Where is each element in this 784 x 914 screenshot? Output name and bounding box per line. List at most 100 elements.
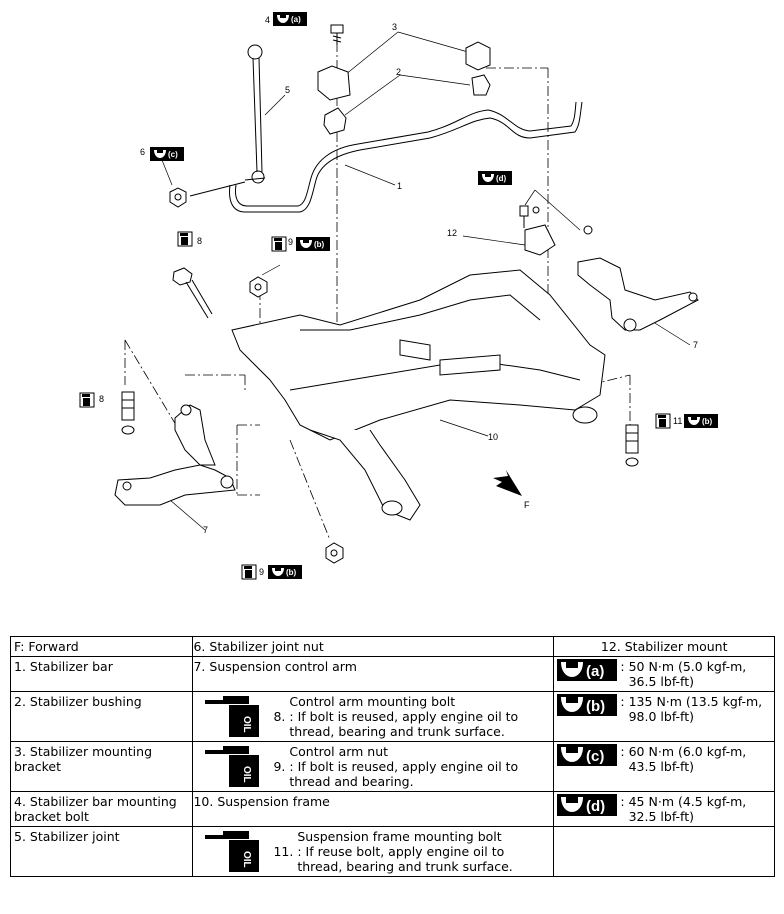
control-arm-nut [249, 276, 344, 564]
legend-cell: (c) : 60 N·m (6.0 kgf-m, 43.5 lbf-ft) [553, 741, 775, 792]
legend-cell: (d) : 45 N·m (4.5 kgf-m, 32.5 lbf-ft) [553, 791, 775, 827]
oil-icon [241, 564, 257, 580]
legend-cell: (a) : 50 N·m (5.0 kgf-m, 36.5 lbf-ft) [553, 656, 775, 692]
callout-F: F [524, 500, 530, 510]
legend-cell: 2. Stabilizer bushing [9, 691, 194, 742]
frame-mounting-bolt [625, 424, 639, 467]
stabilizer-bushings [323, 74, 491, 135]
item-note: : If reuse bolt, apply engine oil to thr… [297, 844, 513, 874]
item-text: Suspension frame [217, 794, 330, 809]
legend-cell: 12. Stabilizer mount [553, 636, 775, 657]
callout-12: 12 [447, 228, 457, 238]
torque-value: 135 N·m (13.5 kgf-m, 98.0 lbf-ft) [628, 694, 763, 724]
callout-5: 5 [285, 85, 290, 95]
torque-symbol-b: (b) [684, 414, 718, 428]
leader-lines [159, 31, 691, 531]
item-number: 6. [193, 639, 206, 654]
svg-text:(c): (c) [586, 748, 604, 765]
svg-text:(b): (b) [586, 698, 605, 715]
callout-6: 6 [140, 147, 145, 157]
torque-symbol-b: (b) [296, 237, 330, 251]
callout-10: 10 [488, 432, 498, 442]
control-arm-bolt-left [121, 391, 135, 435]
svg-text:OIL: OIL [241, 851, 252, 868]
legend-row: F: Forward 6. Stabilizer joint nut 12. S… [9, 636, 775, 657]
legend-row: 1. Stabilizer bar 7. Suspension control … [9, 656, 775, 692]
exploded-diagram: 4 3 2 5 1 6 12 8 9 7 8 10 11 F 7 9 (a) (… [79, 12, 718, 580]
legend-row: 3. Stabilizer mounting bracket OIL 9. Co… [9, 741, 775, 792]
legend-cell: (b) : 135 N·m (13.5 kgf-m, 98.0 lbf-ft) [553, 691, 775, 742]
callout-8b: 8 [99, 394, 104, 404]
legend-cell: OIL 11. Suspension frame mounting bolt :… [192, 826, 555, 877]
stabilizer-joint [189, 44, 266, 197]
torque-symbol-d: (d) [478, 171, 512, 185]
callout-1: 1 [397, 181, 402, 191]
legend-cell: 6. Stabilizer joint nut [192, 636, 555, 657]
item-title: Control arm nut [289, 744, 389, 759]
svg-text:(d): (d) [586, 798, 605, 815]
oil-icon [79, 392, 95, 408]
callout-3: 3 [392, 22, 397, 32]
legend-cell: 7. Suspension control arm [192, 656, 555, 692]
legend-cell: OIL 8. Control arm mounting bolt : If bo… [192, 691, 555, 742]
item-number: 7. [193, 659, 206, 674]
callout-7a: 7 [693, 340, 698, 350]
legend-cell-empty [553, 826, 775, 877]
callout-7b: 7 [203, 525, 208, 535]
torque-value: 60 N·m (6.0 kgf-m, 43.5 lbf-ft) [628, 744, 747, 774]
svg-text:(c): (c) [168, 150, 178, 159]
torque-icon-a: (a) [557, 659, 618, 681]
legend-cell: F: Forward [9, 636, 194, 657]
item-number: 9. [273, 759, 286, 774]
item-note: : If bolt is reused, apply engine oil to… [289, 759, 519, 789]
oil-icon: OIL [193, 744, 273, 788]
svg-text:(d): (d) [496, 174, 507, 183]
callout-8a: 8 [197, 236, 202, 246]
item-number: 8. [273, 709, 286, 724]
torque-icon-c: (c) [557, 744, 618, 766]
legend-cell: 1. Stabilizer bar [9, 656, 194, 692]
control-arm-left [114, 404, 236, 506]
stabilizer-mount [519, 205, 593, 256]
callout-4: 4 [265, 15, 270, 25]
callout-9b: 9 [259, 567, 264, 577]
torque-symbol-c: (c) [150, 147, 184, 161]
control-arm-right [577, 257, 699, 332]
stabilizer-bar [229, 101, 583, 213]
legend-cell: OIL 9. Control arm nut : If bolt is reus… [192, 741, 555, 792]
svg-text:OIL: OIL [241, 766, 252, 783]
forward-arrow-icon [493, 470, 522, 496]
oil-icon [271, 236, 287, 252]
suspension-frame [231, 269, 606, 521]
svg-text:(b): (b) [702, 417, 713, 426]
svg-text:(a): (a) [291, 15, 301, 24]
item-number: 11. [273, 844, 294, 859]
callout-11: 11 [673, 416, 682, 426]
oil-icon: OIL [193, 829, 273, 873]
callout-9a: 9 [288, 237, 293, 247]
mounting-brackets [317, 41, 491, 101]
item-title: Control arm mounting bolt [289, 694, 456, 709]
torque-icon-b: (b) [557, 694, 618, 716]
torque-symbol-b: (b) [268, 565, 302, 579]
legend-cell: 4. Stabilizer bar mounting bracket bolt [9, 791, 194, 827]
item-text: Suspension control arm [209, 659, 357, 674]
stabilizer-nut [169, 187, 187, 208]
callout-2: 2 [396, 67, 401, 77]
legend-cell: 5. Stabilizer joint [9, 826, 194, 877]
item-title: Suspension frame mounting bolt [297, 829, 502, 844]
legend-row: 2. Stabilizer bushing OIL 8. Control arm… [9, 691, 775, 742]
bracket-bolt [330, 24, 344, 45]
torque-value: 50 N·m (5.0 kgf-m, 36.5 lbf-ft) [628, 659, 747, 689]
svg-text:(b): (b) [314, 240, 325, 249]
legend-cell: 10. Suspension frame [192, 791, 555, 827]
item-number: 10. [193, 794, 214, 809]
legend-row: 5. Stabilizer joint OIL 11. Suspension f… [9, 826, 775, 877]
torque-value: 45 N·m (4.5 kgf-m, 32.5 lbf-ft) [628, 794, 747, 824]
legend-row: 4. Stabilizer bar mounting bracket bolt … [9, 791, 775, 827]
torque-icon-d: (d) [557, 794, 618, 816]
svg-text:OIL: OIL [241, 716, 252, 733]
legend-table: F: Forward 6. Stabilizer joint nut 12. S… [9, 636, 775, 877]
item-note: : If bolt is reused, apply engine oil to… [289, 709, 519, 739]
svg-text:(a): (a) [586, 663, 604, 680]
